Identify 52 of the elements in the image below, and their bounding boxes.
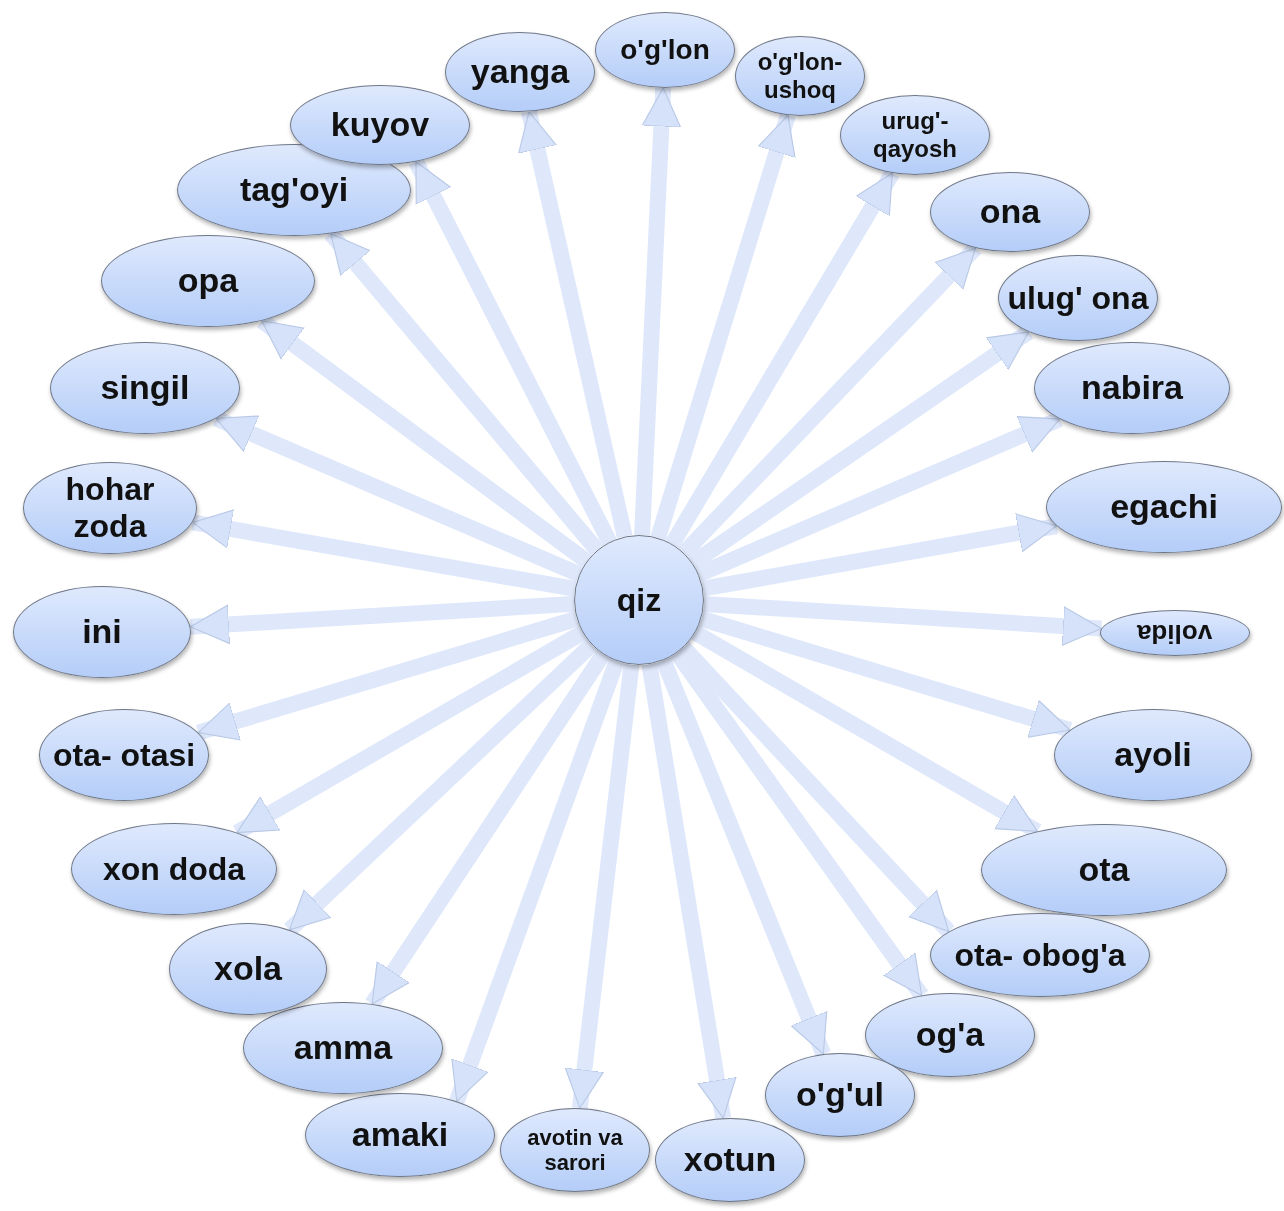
- term-label: tag'oyi: [238, 170, 350, 210]
- term-label: xon doda: [101, 850, 247, 888]
- term-label: ona: [978, 192, 1042, 232]
- term-label: amma: [292, 1028, 394, 1068]
- term-label: ota- otasi: [51, 736, 197, 774]
- arrow: [284, 638, 598, 936]
- term-label: o'g'lon: [619, 33, 711, 67]
- term-label: volida: [1136, 618, 1214, 648]
- arrow: [656, 657, 831, 1058]
- term-label: o'g'ul: [795, 1075, 885, 1115]
- arrow: [641, 662, 737, 1120]
- arrow: [564, 663, 640, 1109]
- term-label: xola: [212, 949, 283, 989]
- arrow: [195, 611, 580, 741]
- term-label: nabira: [1079, 368, 1184, 408]
- arrow: [701, 513, 1058, 597]
- term-ellipse: [655, 1118, 805, 1202]
- arrow: [189, 595, 575, 645]
- arrow: [665, 169, 900, 549]
- term-ellipse: [840, 95, 990, 175]
- arrow: [703, 596, 1103, 646]
- term-label: opa: [176, 261, 240, 301]
- term-label: qiz: [615, 581, 663, 619]
- term-ellipse: [1100, 610, 1250, 656]
- arrow: [191, 509, 577, 597]
- term-label: hohar zoda: [64, 471, 156, 545]
- arrow: [695, 411, 1063, 582]
- arrow: [212, 411, 583, 582]
- term-label: ota: [1077, 850, 1131, 890]
- term-label: ini: [81, 612, 123, 652]
- term-label: amaki: [350, 1115, 450, 1155]
- term-ellipse: [71, 823, 277, 915]
- term-label: ulug' ona: [1006, 279, 1150, 317]
- term-label: og'a: [914, 1015, 986, 1055]
- term-ellipse: [445, 32, 595, 112]
- term-label: kuyov: [329, 105, 431, 145]
- term-label: ota- obog'a: [953, 936, 1127, 974]
- term-ellipse: [930, 913, 1150, 997]
- term-label: yanga: [469, 52, 571, 92]
- arrow: [408, 158, 617, 546]
- term-label: egachi: [1109, 487, 1219, 527]
- term-label: avotin va sarori: [526, 1124, 624, 1176]
- term-label: singil: [99, 368, 191, 408]
- arrow: [449, 658, 625, 1105]
- arrow: [634, 87, 682, 536]
- term-ellipse: [735, 36, 865, 116]
- term-label: ayoli: [1113, 735, 1193, 775]
- term-label: urug'- qayosh: [872, 107, 958, 163]
- term-label: xotun: [682, 1140, 778, 1180]
- term-label: o'g'lon- ushoq: [756, 48, 844, 104]
- term-ellipse: [595, 12, 735, 88]
- arrow: [698, 611, 1073, 738]
